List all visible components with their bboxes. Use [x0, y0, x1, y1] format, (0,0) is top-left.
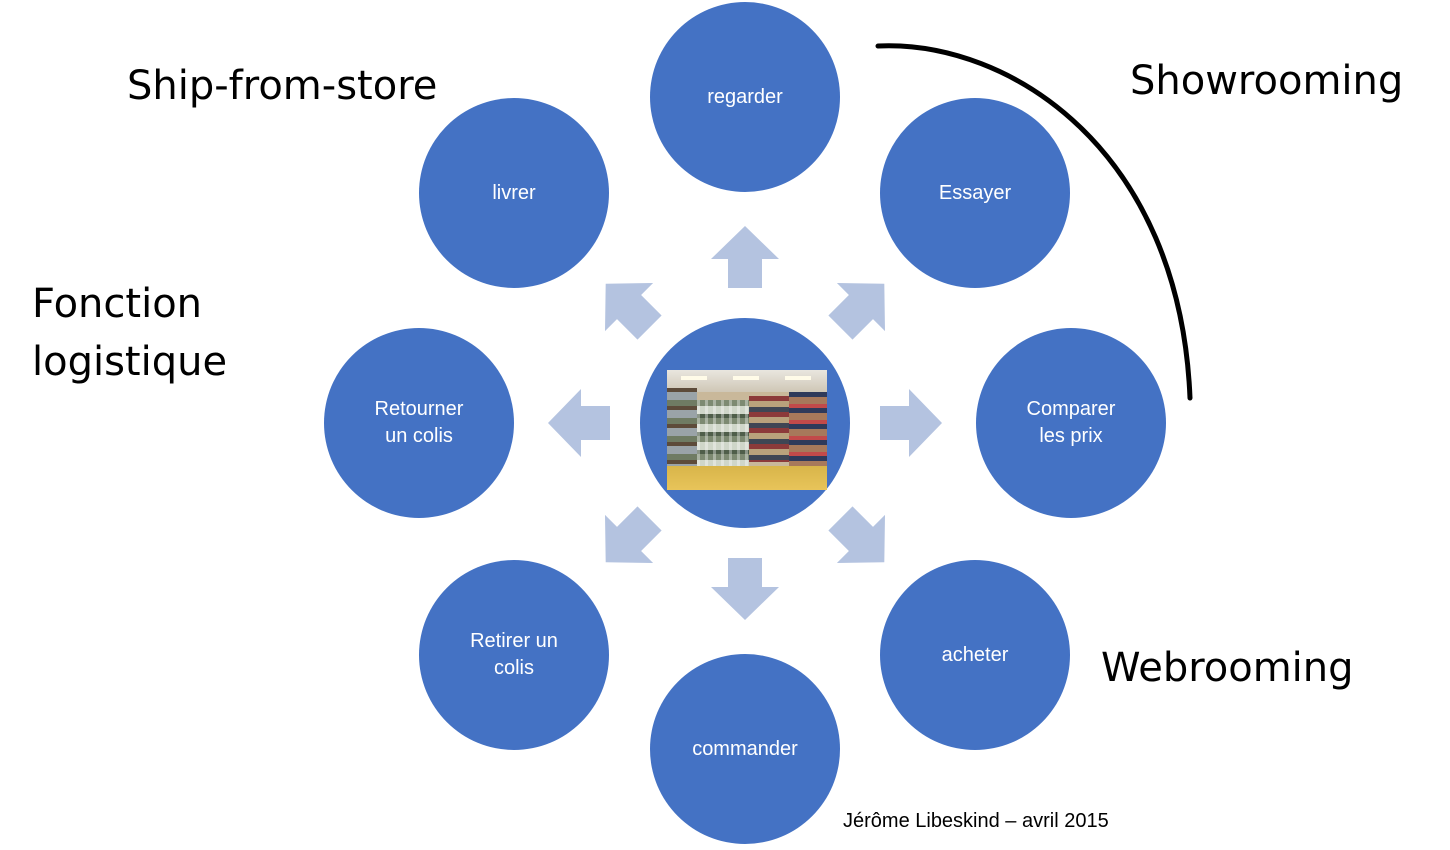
node-comparer-les-prix: Comparer les prix — [976, 328, 1166, 518]
arrow-left-to-retourner-un-colis — [548, 389, 610, 457]
arrow-up-right-to-essayer — [828, 283, 885, 340]
node-livrer: livrer — [419, 98, 609, 288]
node-regarder: regarder — [650, 2, 840, 192]
node-retirer-un-colis: Retirer un colis — [419, 560, 609, 750]
arrow-down-right-to-acheter — [828, 506, 885, 563]
label-showrooming: Showrooming — [1130, 58, 1404, 104]
author-credit: Jérôme Libeskind – avril 2015 — [843, 810, 1109, 832]
arrow-up-to-regarder — [711, 226, 779, 288]
label-ship-from-store: Ship-from-store — [127, 63, 438, 109]
node-acheter: acheter — [880, 560, 1070, 750]
arrow-down-left-to-retirer-un-colis — [605, 506, 662, 563]
showrooming-curve — [875, 43, 1193, 401]
node-commander: commander — [650, 654, 840, 844]
arrow-right-to-comparer-les-prix — [880, 389, 942, 457]
node-retourner-un-colis: Retourner un colis — [324, 328, 514, 518]
store-photo-image — [667, 370, 827, 490]
label-webrooming: Webrooming — [1101, 645, 1354, 691]
arrow-up-left-to-livrer — [605, 283, 662, 340]
node-essayer: Essayer — [880, 98, 1070, 288]
label-fonction-logistique: Fonction logistique — [32, 281, 228, 385]
arrow-down-to-commander — [711, 558, 779, 620]
